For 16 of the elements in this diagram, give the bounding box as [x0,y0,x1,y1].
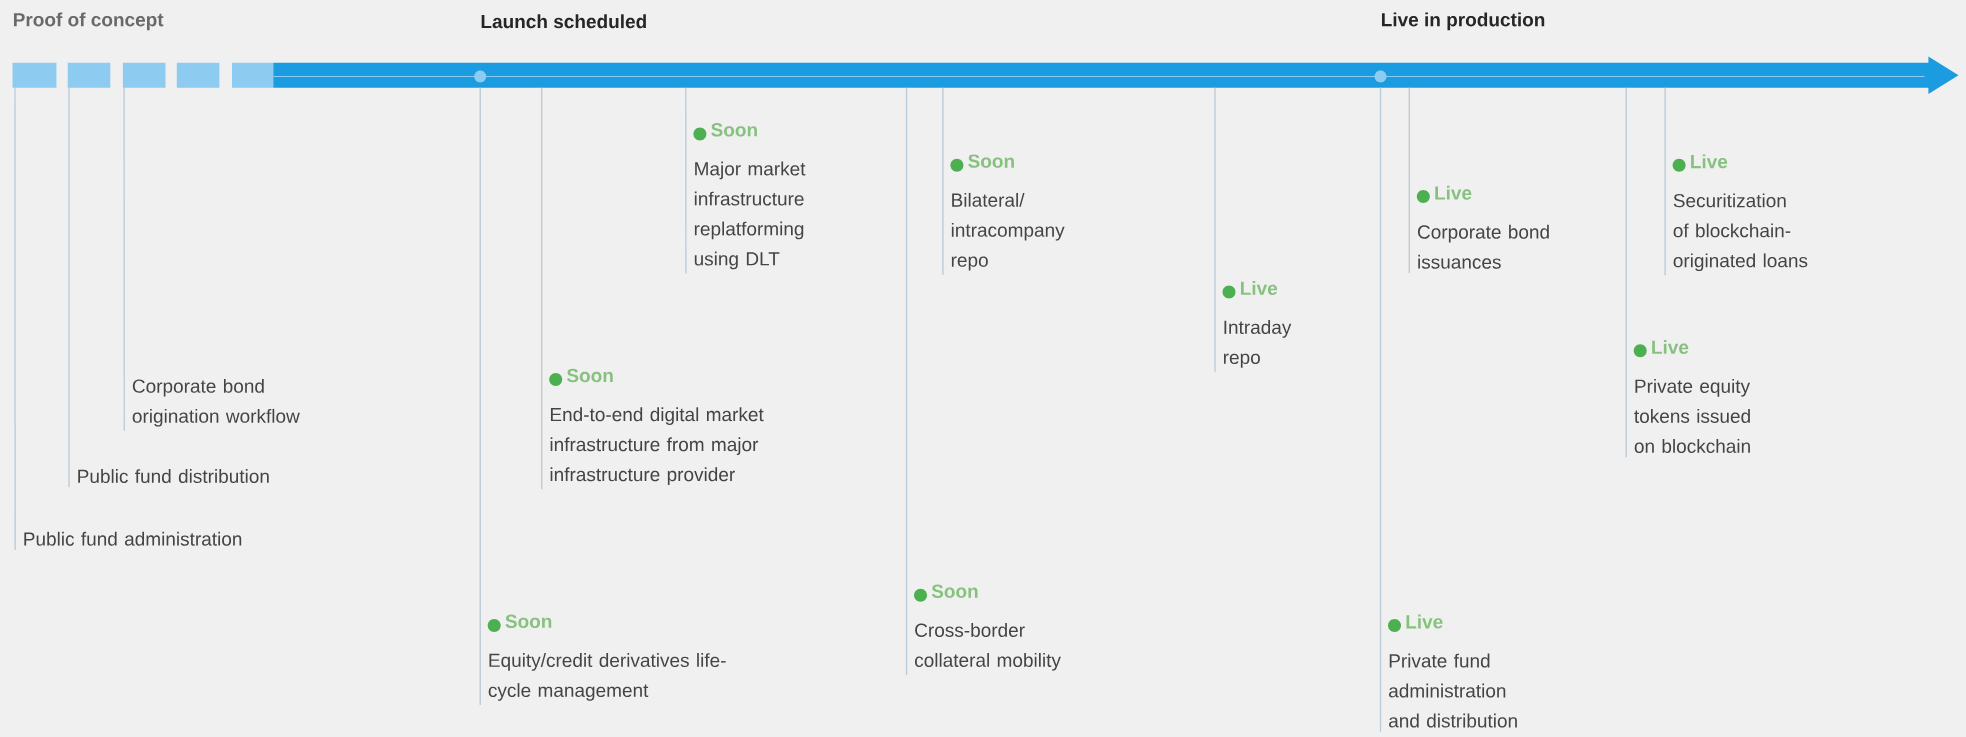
timeline-entry: Live Private equity tokens issued on blockchain [1634,340,1750,453]
timeline-entry: Soon Cross-border collateral mobility [915,584,1061,671]
timeline-entry: Soon Equity/credit derivatives life-cycle management [488,614,726,701]
stage-heading: Live in production [1382,12,1545,31]
stage-heading: Proof of concept [13,12,164,31]
timeline-entry: Soon Major market infrastructure replatforming using DLT [694,123,806,270]
stage-heading: Launch scheduled [481,14,646,29]
timeline-entry: Live Intraday repo [1223,281,1292,368]
timeline-entry: Live Securitization of blockchain-originated loans [1673,154,1808,272]
timeline-entry: Public fund distribution [78,469,269,484]
timeline-entry: Live Corporate bond issuances [1417,185,1549,269]
timeline-entry: Live Private fund administration and distribution [1389,614,1517,728]
timeline-entry: Public fund administration [24,531,242,546]
timeline-entry: Soon Bilateral/ intracompany repo [951,154,1065,271]
timeline-entry: Corporate bond origination workflow [132,378,300,427]
timeline-entry: Soon End-to-end digital market infrastructure from major infrastructure provider [550,368,764,485]
